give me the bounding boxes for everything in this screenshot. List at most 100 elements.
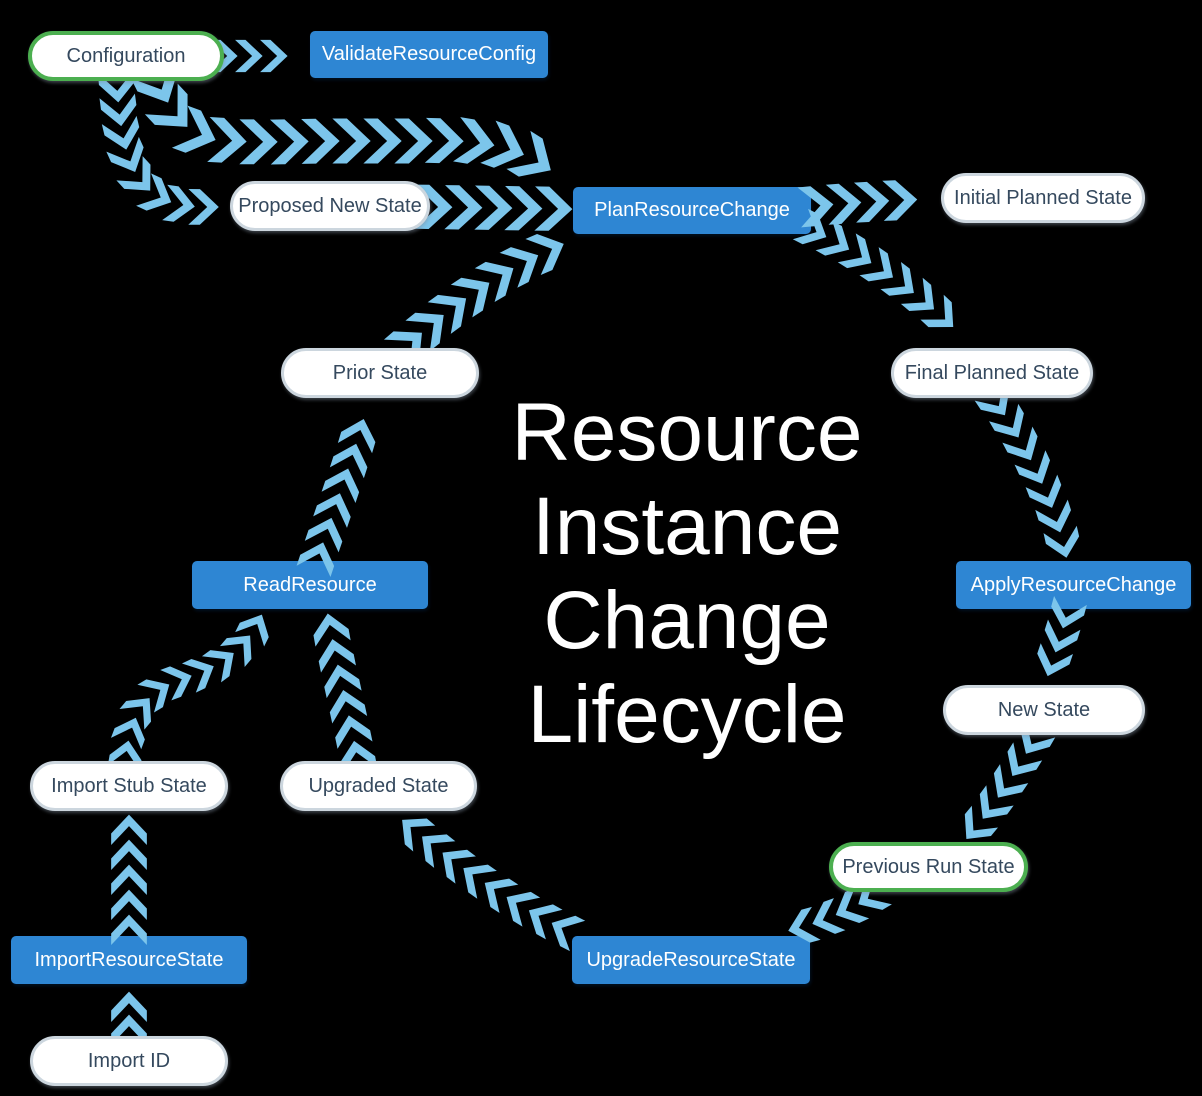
- chevron-arrow-segment: [534, 186, 573, 231]
- chevron-arrow-segment: [313, 613, 351, 647]
- node-initial-planned-state: Initial Planned State: [941, 173, 1145, 223]
- node-import-id: Import ID: [30, 1036, 228, 1086]
- chevron-arrow-segment: [335, 715, 373, 749]
- chevron-arrow-segment: [880, 261, 914, 296]
- title-line-2: Instance: [532, 481, 842, 572]
- chevron-arrow-segment: [394, 118, 433, 164]
- chevron-arrow-segment: [480, 120, 524, 168]
- chevron-arrow-segment: [1043, 525, 1080, 558]
- node-new-state: New State: [943, 685, 1145, 735]
- edge-read-resource-to-prior-state: [318, 404, 368, 558]
- chevron-arrow-segment: [137, 679, 170, 713]
- edge-upgraded-state-to-read-resource: [328, 615, 357, 757]
- title-line-3: Change: [543, 575, 831, 666]
- chevron-arrow-segment: [321, 468, 360, 504]
- chevron-arrow-segment: [525, 234, 564, 275]
- chevron-arrow-segment: [1037, 643, 1073, 677]
- chevron-arrow-segment: [318, 639, 356, 673]
- chevron-arrow-segment: [1014, 450, 1051, 484]
- chevron-arrow-segment: [506, 891, 541, 927]
- node-read-resource: ReadResource: [192, 561, 428, 609]
- chevron-arrow-segment: [504, 185, 543, 231]
- edge-proposed-new-state-to-plan-resource-change: [434, 207, 566, 209]
- chevron-arrow-segment: [329, 443, 368, 479]
- chevron-arrow-segment: [332, 118, 371, 164]
- chevron-arrow-segment: [835, 887, 870, 923]
- chevron-arrow-segment: [363, 118, 402, 164]
- chevron-arrow-segment: [528, 904, 563, 940]
- chevron-arrow-segment: [506, 130, 551, 177]
- node-final-planned-state: Final Planned State: [891, 348, 1093, 398]
- edge-plan-resource-change-to-final-planned-state: [812, 230, 966, 340]
- edge-upgrade-resource-state-to-upgraded-state: [400, 818, 566, 930]
- chevron-arrow-segment: [99, 93, 137, 127]
- chevron-arrow-segment: [484, 878, 519, 914]
- chevron-arrow-segment: [304, 517, 343, 553]
- chevron-arrow-segment: [111, 864, 147, 896]
- chevron-arrow-segment: [260, 39, 288, 73]
- chevron-arrow-segment: [1044, 619, 1081, 653]
- node-previous-run-state: Previous Run State: [829, 842, 1028, 892]
- chevron-arrow-segment: [405, 312, 444, 352]
- chevron-arrow-segment: [269, 119, 309, 165]
- edge-prior-state-to-plan-resource-change: [409, 239, 577, 344]
- edge-plan-resource-change-to-initial-planned-state: [816, 199, 936, 206]
- chevron-arrow-segment: [162, 184, 195, 222]
- chevron-arrow-segment: [235, 614, 269, 647]
- chevron-arrow-segment: [160, 666, 192, 701]
- node-upgrade-resource-state: UpgradeResourceState: [572, 936, 810, 984]
- chevron-arrow-segment: [116, 156, 151, 191]
- chevron-arrow-segment: [463, 864, 497, 899]
- chevron-arrow-segment: [324, 664, 362, 699]
- chevron-arrow-segment: [188, 189, 219, 225]
- node-upgraded-state: Upgraded State: [280, 761, 477, 811]
- chevron-arrow-segment: [453, 117, 495, 164]
- chevron-arrow-segment: [920, 294, 954, 328]
- chevron-arrow-segment: [474, 185, 513, 230]
- chevron-arrow-segment: [815, 220, 850, 256]
- edge-final-planned-state-to-apply-resource-change: [996, 402, 1066, 556]
- chevron-arrow-segment: [422, 834, 456, 868]
- diagram-title: Resource Instance Change Lifecycle: [377, 386, 997, 762]
- chevron-arrow-segment: [859, 247, 894, 282]
- chevron-arrow-segment: [337, 418, 376, 454]
- chevron-arrow-segment: [444, 185, 483, 230]
- edge-configuration-to-proposed-new-state: [117, 86, 226, 207]
- chevron-arrow-segment: [111, 839, 147, 871]
- chevron-arrow-segment: [239, 119, 278, 165]
- chevron-arrow-segment: [181, 658, 214, 693]
- node-import-resource-state: ImportResourceState: [11, 936, 247, 984]
- chevron-arrow-segment: [1002, 426, 1038, 461]
- chevron-arrow-segment: [1025, 474, 1062, 508]
- chevron-arrow-segment: [313, 493, 351, 528]
- chevron-arrow-segment: [111, 889, 147, 921]
- node-import-stub-state: Import Stub State: [30, 761, 228, 811]
- chevron-arrow-segment: [993, 764, 1029, 798]
- node-validate-resource-config: ValidateResourceConfig: [310, 31, 548, 78]
- chevron-arrow-segment: [171, 105, 216, 153]
- chevron-arrow-segment: [882, 180, 918, 221]
- chevron-arrow-segment: [424, 117, 464, 164]
- chevron-arrow-segment: [853, 181, 890, 223]
- node-apply-resource-change: ApplyResourceChange: [956, 561, 1191, 609]
- title-line-4: Lifecycle: [527, 669, 847, 760]
- edge-import-stub-state-to-read-resource: [126, 616, 261, 756]
- chevron-arrow-segment: [825, 183, 862, 225]
- chevron-arrow-segment: [207, 117, 247, 163]
- chevron-arrow-segment: [474, 261, 514, 302]
- chevron-arrow-segment: [979, 785, 1014, 819]
- title-line-1: Resource: [511, 387, 863, 478]
- chevron-arrow-segment: [812, 898, 846, 934]
- chevron-arrow-segment: [219, 635, 252, 667]
- chevron-arrow-segment: [110, 717, 145, 750]
- chevron-arrow-segment: [106, 136, 144, 172]
- node-plan-resource-change: PlanResourceChange: [573, 187, 811, 234]
- chevron-arrow-segment: [144, 83, 188, 127]
- chevron-arrow-segment: [837, 233, 872, 269]
- chevron-arrow-segment: [1035, 499, 1072, 533]
- chevron-arrow-segment: [136, 173, 172, 211]
- chevron-arrow-segment: [900, 277, 935, 311]
- edge-apply-resource-change-to-new-state: [1046, 613, 1067, 681]
- chevron-arrow-segment: [111, 991, 147, 1023]
